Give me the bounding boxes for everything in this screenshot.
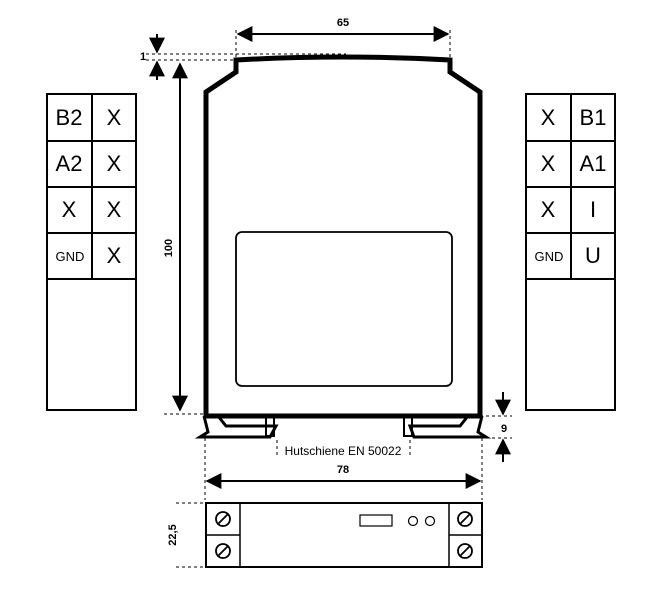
right-terminal-label: A1 [580, 151, 607, 176]
left-terminal-label: X [107, 243, 122, 268]
dimension-label: 65 [337, 17, 349, 29]
left-terminal-label: X [107, 105, 122, 130]
left-terminal-label: X [62, 197, 77, 222]
dimension-78: 78 [204, 438, 483, 500]
led-icon [424, 515, 436, 527]
rail-label-group: Hutschiene EN 50022 [276, 440, 411, 458]
screw-icon [457, 511, 473, 527]
rail-clip-left [194, 415, 279, 439]
left-terminal-label: A2 [56, 151, 83, 176]
led-icon [407, 515, 419, 527]
rail-clip-right [407, 415, 492, 439]
housing-outline [203, 54, 483, 419]
right-terminal-label: U [585, 243, 601, 268]
screw-icon [215, 511, 231, 527]
rail-hook-left [265, 415, 275, 437]
screw-icon [215, 543, 231, 559]
dimension-label: 9 [501, 423, 507, 435]
rail-hook-right [403, 415, 413, 437]
housing-top-lip [235, 56, 451, 61]
right-terminal-label: I [590, 197, 596, 222]
housing-top-view [205, 502, 483, 568]
right-terminal-label: X [541, 105, 556, 130]
left-terminal-label: X [107, 197, 122, 222]
dimension-9: 9 [480, 392, 512, 462]
dimension-65: 65 [235, 17, 451, 60]
dimension-label: 1 [140, 51, 146, 63]
left-terminal-label: B2 [56, 105, 83, 130]
dimension-label: 22,5 [167, 524, 179, 545]
dimension-100: 100 [163, 59, 236, 415]
dimension-label: 78 [337, 464, 349, 476]
left-terminal-label: X [107, 151, 122, 176]
housing-side-view [194, 54, 492, 439]
right-terminal-label: GND [535, 249, 564, 264]
left-terminal-label: GND [56, 249, 85, 264]
dimension-label: 100 [163, 239, 175, 257]
rail-label: Hutschiene EN 50022 [285, 444, 402, 458]
display-window [235, 231, 453, 387]
right-terminal-label: B1 [580, 105, 607, 130]
left-terminal-block: B2 X A2 X X X GND X [46, 93, 137, 411]
right-terminal-block: X B1 X A1 X I GND U [525, 93, 616, 411]
dimension-22-5: 22,5 [167, 502, 206, 568]
right-terminal-label: X [541, 197, 556, 222]
screw-icon [457, 543, 473, 559]
top-view-outline [205, 502, 483, 568]
front-label-window [359, 514, 393, 527]
right-terminal-label: X [541, 151, 556, 176]
